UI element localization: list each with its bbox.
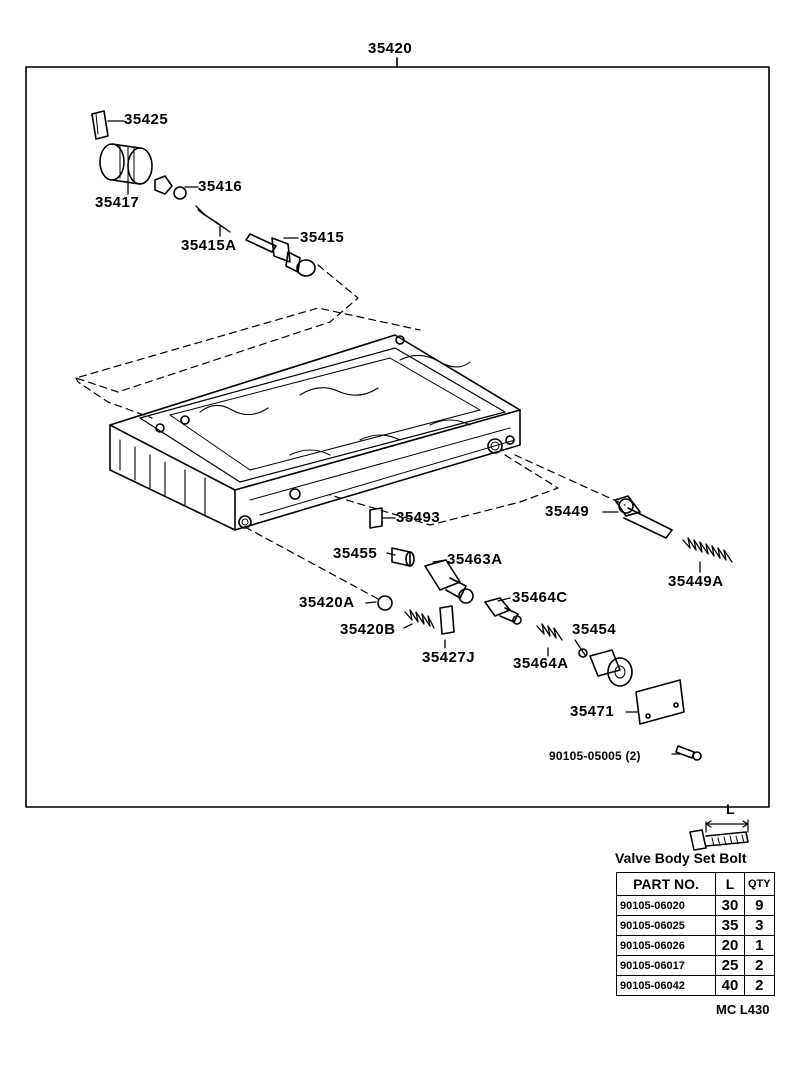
cell-qty: 2 [744, 955, 775, 976]
label-35454: 35454 [572, 621, 617, 638]
table-header-row: PART NO. L QTY [616, 872, 775, 896]
part-35417-plug [99, 143, 153, 185]
label-bolt-90105-05005: 90105-05005 (2) [549, 749, 641, 763]
assembly-guide-lines [75, 264, 626, 601]
leader-lines [107, 120, 701, 755]
part-35454-sleeve [578, 648, 633, 687]
assembly-label: 35420 [368, 40, 413, 57]
part-35415A-spring [195, 205, 231, 233]
label-35493: 35493 [396, 509, 441, 526]
cell-length: 25 [715, 955, 745, 976]
table-row: 90105-06020 30 9 [616, 895, 775, 916]
valve-body [109, 334, 521, 531]
label-35420A: 35420A [299, 594, 355, 611]
part-35449-valve [614, 495, 673, 539]
label-35449A: 35449A [668, 573, 724, 590]
label-35464C: 35464C [512, 589, 568, 606]
cell-part-no: 90105-06026 [616, 935, 716, 956]
part-35463A-valve [424, 559, 474, 604]
cell-length: 30 [715, 895, 745, 916]
label-35455: 35455 [333, 545, 378, 562]
set-bolt-table: PART NO. L QTY 90105-06020 30 9 90105-06… [616, 872, 775, 996]
part-35455-plug [391, 547, 415, 567]
cell-part-no: 90105-06020 [616, 895, 716, 916]
cell-qty: 1 [744, 935, 775, 956]
part-35471-plate [635, 679, 685, 725]
label-35415: 35415 [300, 229, 345, 246]
label-35464A: 35464A [513, 655, 569, 672]
part-35425-block [91, 110, 109, 140]
table-row: 90105-06026 20 1 [616, 935, 775, 956]
catalog-code: MC L430 [716, 1002, 770, 1017]
cell-qty: 3 [744, 915, 775, 936]
part-35493-block [369, 507, 383, 529]
cell-qty: 9 [744, 895, 775, 916]
set-bolt-illustration [689, 819, 749, 851]
assembly-frame [25, 66, 770, 808]
label-35449: 35449 [545, 503, 590, 520]
table-title: Valve Body Set Bolt [615, 850, 747, 866]
label-35417: 35417 [95, 194, 140, 211]
label-35463A: 35463A [447, 551, 503, 568]
label-35471: 35471 [570, 703, 615, 720]
cell-length: 40 [715, 975, 745, 996]
cell-qty: 2 [744, 975, 775, 996]
label-35415A: 35415A [181, 237, 237, 254]
part-35464C-valve [484, 597, 522, 625]
part-35464A-spring [536, 623, 563, 641]
header-length: L [715, 872, 745, 896]
label-35420B: 35420B [340, 621, 396, 638]
part-35420A-ball [377, 595, 393, 611]
cell-part-no: 90105-06025 [616, 915, 716, 936]
table-row: 90105-06025 35 3 [616, 915, 775, 936]
part-35427J-block [439, 605, 455, 635]
cell-length: 35 [715, 915, 745, 936]
table-row: 90105-06042 40 2 [616, 975, 775, 996]
label-35425: 35425 [124, 111, 169, 128]
part-35415-valve [245, 233, 316, 277]
part-35449A-spring [682, 537, 733, 563]
part-35420B-spring [404, 609, 435, 629]
header-qty: QTY [744, 872, 775, 896]
bolt-90105-05005 [675, 745, 702, 761]
table-row: 90105-06017 25 2 [616, 955, 775, 976]
cell-part-no: 90105-06017 [616, 955, 716, 976]
part-35416-ball [154, 175, 187, 200]
label-35427J: 35427J [422, 649, 476, 666]
cell-length: 20 [715, 935, 745, 956]
dimension-label-L: L [726, 801, 736, 817]
label-35416: 35416 [198, 178, 243, 195]
header-part-no: PART NO. [616, 872, 716, 896]
cell-part-no: 90105-06042 [616, 975, 716, 996]
